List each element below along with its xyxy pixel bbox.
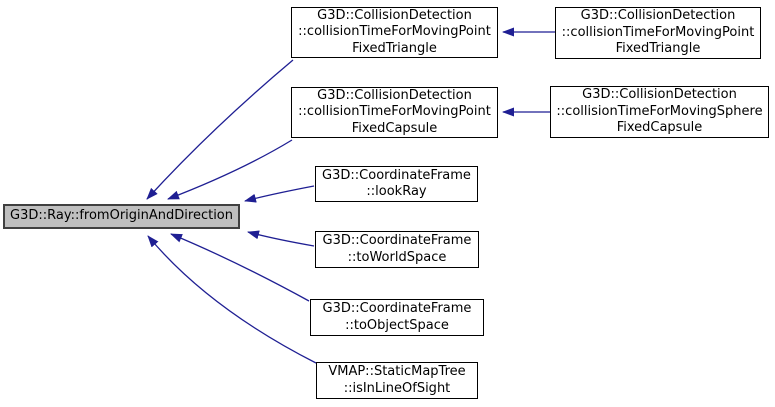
node-label: G3D::Ray::fromOriginAndDirection (10, 208, 233, 224)
node-isinlineofsight[interactable]: VMAP::StaticMapTree ::isInLineOfSight (316, 362, 478, 399)
node-label-line: G3D::CollisionDetection (582, 87, 737, 103)
node-label-line: FixedCapsule (351, 120, 438, 136)
node-collision-time-moving-point-fixed-triangle-caller[interactable]: G3D::CollisionDetection ::collisionTimeF… (555, 7, 761, 59)
node-label-line: VMAP::StaticMapTree (328, 364, 466, 379)
node-label-line: FixedCapsule (616, 120, 703, 136)
node-label-line: ::collisionTimeForMovingSphere (556, 103, 763, 119)
node-label-line: G3D::CoordinateFrame (322, 301, 472, 316)
node-label-line: ::toObjectSpace (345, 317, 449, 333)
node-label-line: FixedTriangle (352, 40, 437, 56)
node-label-line: FixedTriangle (615, 41, 701, 57)
edge-fixed-capsule-to-main (167, 139, 293, 200)
node-label-line: ::collisionTimeForMovingPoint (298, 104, 491, 120)
node-label-line: ::lookRay (366, 184, 427, 199)
edge-toobjectspace-to-main (170, 233, 310, 302)
node-collision-time-moving-sphere-fixed-capsule-caller[interactable]: G3D::CollisionDetection ::collisionTimeF… (550, 86, 769, 138)
node-label-line: G3D::CollisionDetection (580, 8, 736, 24)
node-collision-time-moving-point-fixed-capsule[interactable]: G3D::CollisionDetection ::collisionTimeF… (291, 87, 498, 138)
node-label-line: ::isInLineOfSight (343, 380, 451, 396)
node-toobjectspace[interactable]: G3D::CoordinateFrame ::toObjectSpace (310, 299, 484, 336)
node-label-line: ::collisionTimeForMovingPoint (561, 24, 755, 40)
edge-lookray-to-main (244, 185, 315, 203)
node-label-line: G3D::CoordinateFrame (322, 167, 471, 183)
node-label-line: G3D::CoordinateFrame (322, 233, 472, 248)
node-label-line: ::collisionTimeForMovingPoint (298, 24, 491, 40)
node-label-line: G3D::CollisionDetection (317, 7, 472, 23)
edge-isinlineofsight-to-main (147, 235, 317, 364)
node-label-line: G3D::CollisionDetection (317, 87, 472, 103)
node-collision-time-moving-point-fixed-triangle[interactable]: G3D::CollisionDetection ::collisionTimeF… (291, 7, 498, 58)
edge-fixed-triangle-to-main (146, 59, 294, 200)
node-from-origin-and-direction: G3D::Ray::fromOriginAndDirection (3, 204, 240, 229)
node-label-line: ::toWorldSpace (347, 249, 447, 265)
node-lookray[interactable]: G3D::CoordinateFrame ::lookRay (315, 166, 478, 202)
node-toworldspace[interactable]: G3D::CoordinateFrame ::toWorldSpace (315, 231, 479, 268)
edge-toworldspace-to-main (247, 230, 315, 247)
